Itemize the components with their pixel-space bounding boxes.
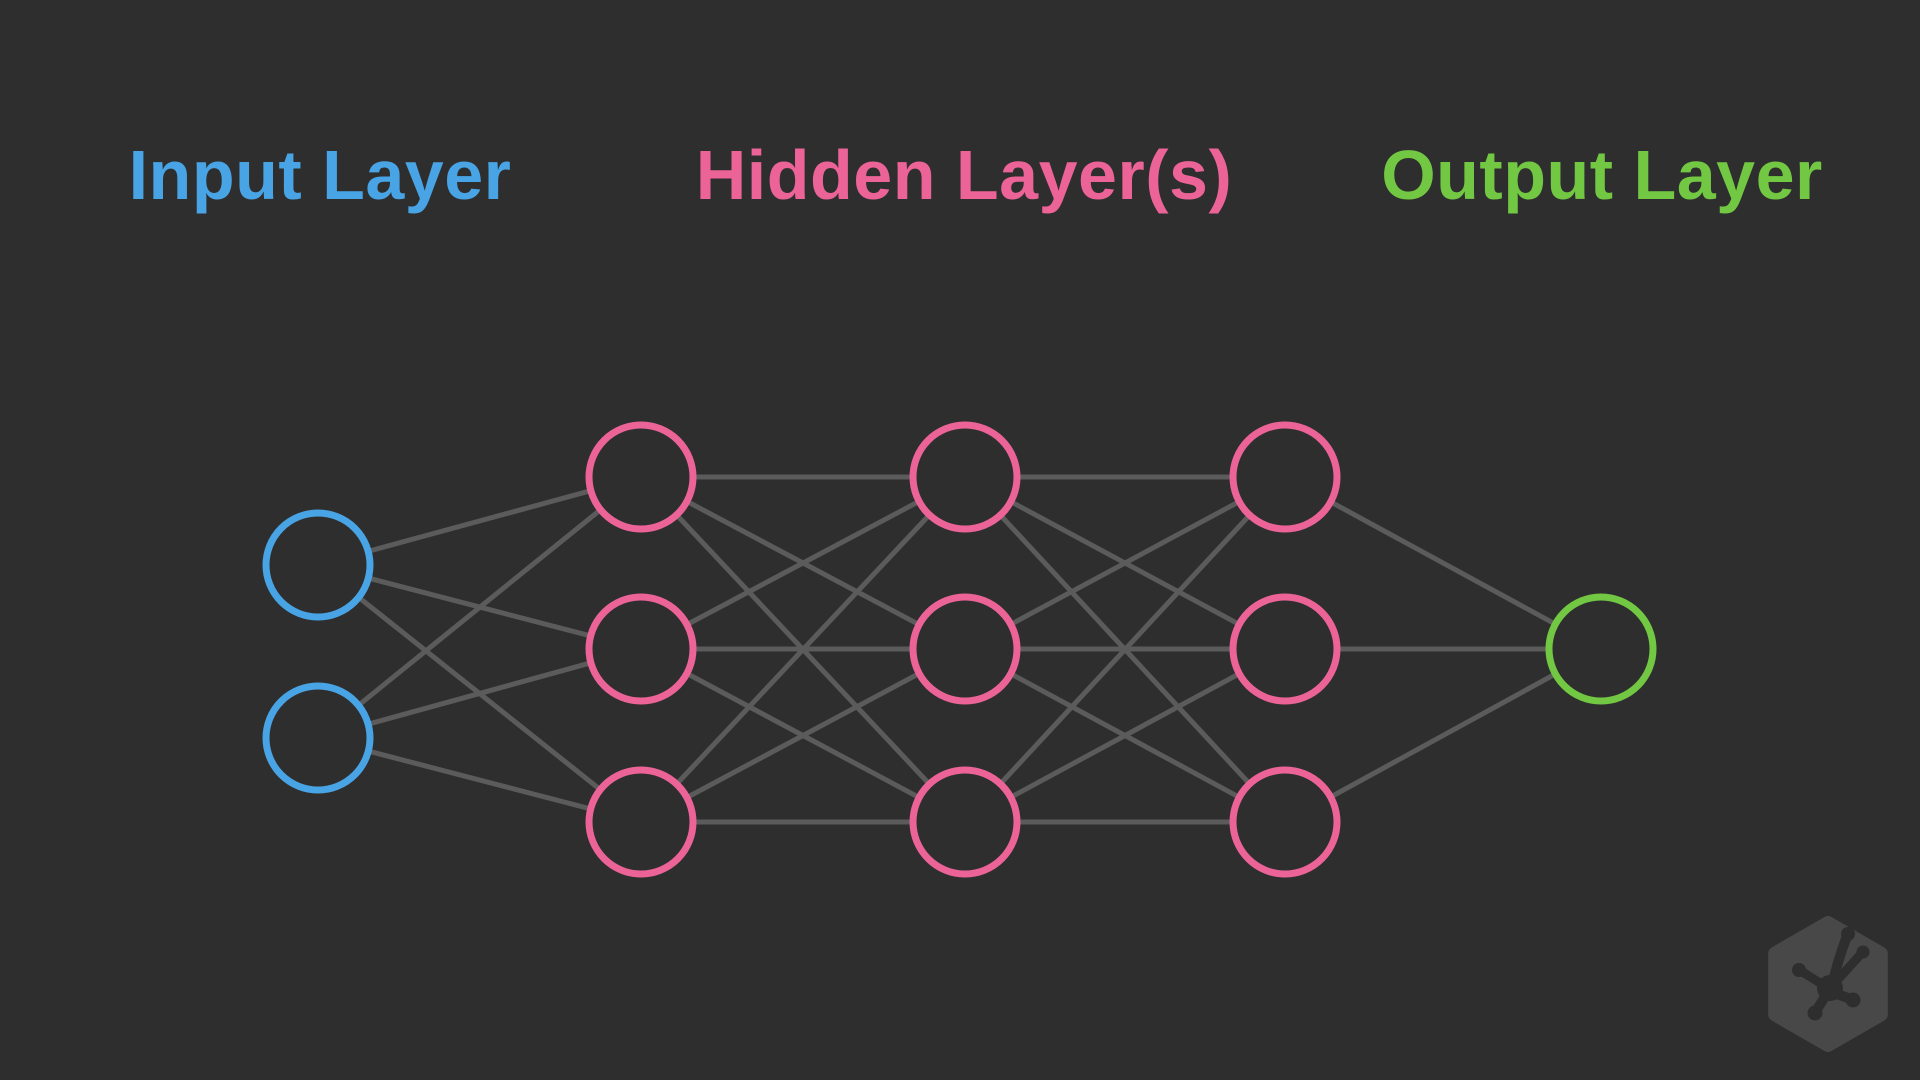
edge-hidden-1-to-hidden-2	[639, 646, 967, 825]
edge-input-to-hidden-1	[317, 474, 642, 568]
edge-hidden-1-to-hidden-2	[639, 474, 967, 652]
node-hidden-1-1	[585, 421, 697, 533]
input-layer-label: Input Layer	[128, 136, 512, 214]
edge-hidden-2-to-hidden-3	[963, 646, 1287, 825]
hidden-layer-label: Hidden Layer(s)	[695, 136, 1233, 214]
node-hidden-2-3	[909, 766, 1021, 878]
node-output-1	[1545, 593, 1657, 705]
edge-hidden-2-to-hidden-3	[963, 475, 1287, 824]
node-hidden-3-2	[1229, 593, 1341, 705]
edge-hidden-3-to-output	[1283, 474, 1603, 652]
node-hidden-1-2	[585, 593, 697, 705]
edge-input-to-hidden-1	[316, 475, 643, 740]
treehouse-logo-icon	[1768, 916, 1888, 1052]
node-hidden-3-3	[1229, 766, 1341, 878]
edge-hidden-2-to-hidden-3	[963, 474, 1287, 652]
edge-input-to-hidden-1	[317, 646, 642, 741]
edge-hidden-1-to-hidden-2	[639, 475, 967, 824]
node-input-1	[262, 509, 374, 621]
node-input-2	[262, 682, 374, 794]
output-layer-label: Output Layer	[1381, 136, 1823, 214]
edge-hidden-3-to-output	[1283, 646, 1603, 825]
node-hidden-3-1	[1229, 421, 1341, 533]
node-hidden-1-3	[585, 766, 697, 878]
logo-frog-footprint-icon	[1792, 927, 1870, 1021]
node-hidden-2-2	[909, 593, 1021, 705]
edge-input-to-hidden-1	[317, 735, 642, 825]
node-hidden-2-1	[909, 421, 1021, 533]
